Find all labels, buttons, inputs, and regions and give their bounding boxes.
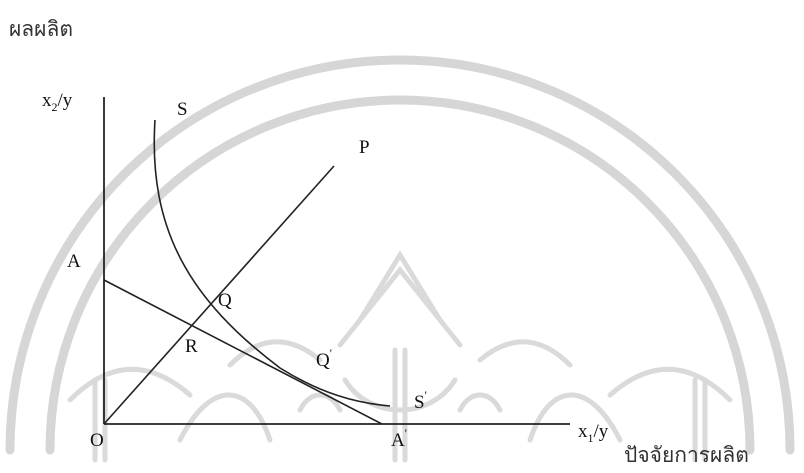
label-origin-O: O — [90, 430, 104, 451]
label-S-prime-base: S — [414, 392, 425, 413]
label-Q-prime-base: Q — [316, 350, 330, 371]
label-Q: Q — [218, 290, 232, 311]
y-axis-label-tail: /y — [58, 90, 73, 111]
isocost-line-AA — [103, 279, 383, 425]
label-S-prime: S' — [414, 388, 427, 413]
label-R: R — [185, 336, 198, 357]
ray-OP — [103, 165, 335, 425]
label-A-prime: A' — [391, 426, 407, 451]
isoquant-curve-SS — [153, 119, 391, 407]
seal-watermark — [5, 55, 795, 463]
label-Q-prime-mark: ' — [330, 346, 332, 360]
x-axis-label-base: x — [578, 421, 588, 442]
x-axis-label-tail: /y — [594, 421, 609, 442]
y-axis-label: x2/y — [42, 90, 73, 114]
label-S-prime-mark: ' — [425, 388, 427, 402]
horizontal-axis-caption: ปัจจัยการผลิต — [624, 443, 749, 467]
label-A-prime-mark: ' — [405, 426, 407, 440]
label-S: S — [177, 99, 188, 120]
vertical-axis-caption: ผลผลิต — [9, 17, 73, 41]
x-axis-label-sub: 1 — [588, 431, 594, 445]
label-A: A — [67, 251, 81, 272]
label-Q-prime: Q' — [316, 346, 332, 371]
label-A-prime-base: A — [391, 430, 405, 451]
y-axis-label-sub: 2 — [52, 100, 58, 114]
label-P: P — [359, 137, 370, 158]
y-axis-label-base: x — [42, 90, 52, 111]
x-axis-label: x1/y — [578, 421, 609, 445]
